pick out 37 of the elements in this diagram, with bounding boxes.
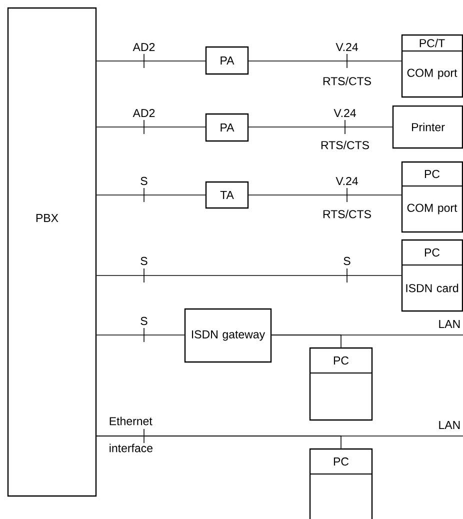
connection-line [96, 194, 206, 196]
interface-label: V.24 [336, 42, 358, 52]
connection-line [96, 126, 206, 128]
connection-line [96, 436, 342, 449]
connection-line [248, 60, 402, 62]
interface-label: RTS/CTS [321, 140, 369, 150]
printer-box: Printer [392, 105, 463, 149]
interface-label: S [344, 256, 350, 266]
interface-label: interface [110, 444, 152, 452]
interface-label: AD2 [132, 108, 155, 118]
terminal-box: PC ISDN card [401, 239, 463, 312]
interface-label: RTS/CTS [323, 210, 371, 218]
interface-label: S [140, 316, 148, 326]
terminal-box: PC COM port [401, 161, 463, 233]
terminal-box: PC/T COM port [401, 34, 463, 98]
adapter-box: PA [205, 113, 249, 142]
adapter-box: TA [205, 181, 249, 209]
edge-label: LAN [437, 420, 462, 430]
connection-line [248, 194, 402, 196]
adapter-box: PA [205, 46, 249, 75]
connection-line [96, 334, 185, 336]
edge-label: LAN [437, 319, 462, 329]
connection-line [271, 334, 342, 348]
interface-label: RTS/CTS [323, 76, 371, 86]
interface-label: V.24 [336, 176, 358, 186]
connection-line [96, 275, 402, 276]
interface-label: AD2 [132, 42, 155, 52]
exchange-box: PBX [7, 7, 97, 497]
connection-line [248, 126, 393, 128]
interface-label: Ethernet [110, 416, 152, 426]
interface-label: S [140, 256, 148, 266]
interface-label: V.24 [334, 108, 356, 118]
computer-box: PC [309, 448, 373, 519]
connection-line [96, 60, 206, 62]
computer-box: PC [309, 347, 373, 421]
gateway-box: ISDN gateway [184, 308, 272, 363]
interface-label: S [140, 176, 148, 186]
